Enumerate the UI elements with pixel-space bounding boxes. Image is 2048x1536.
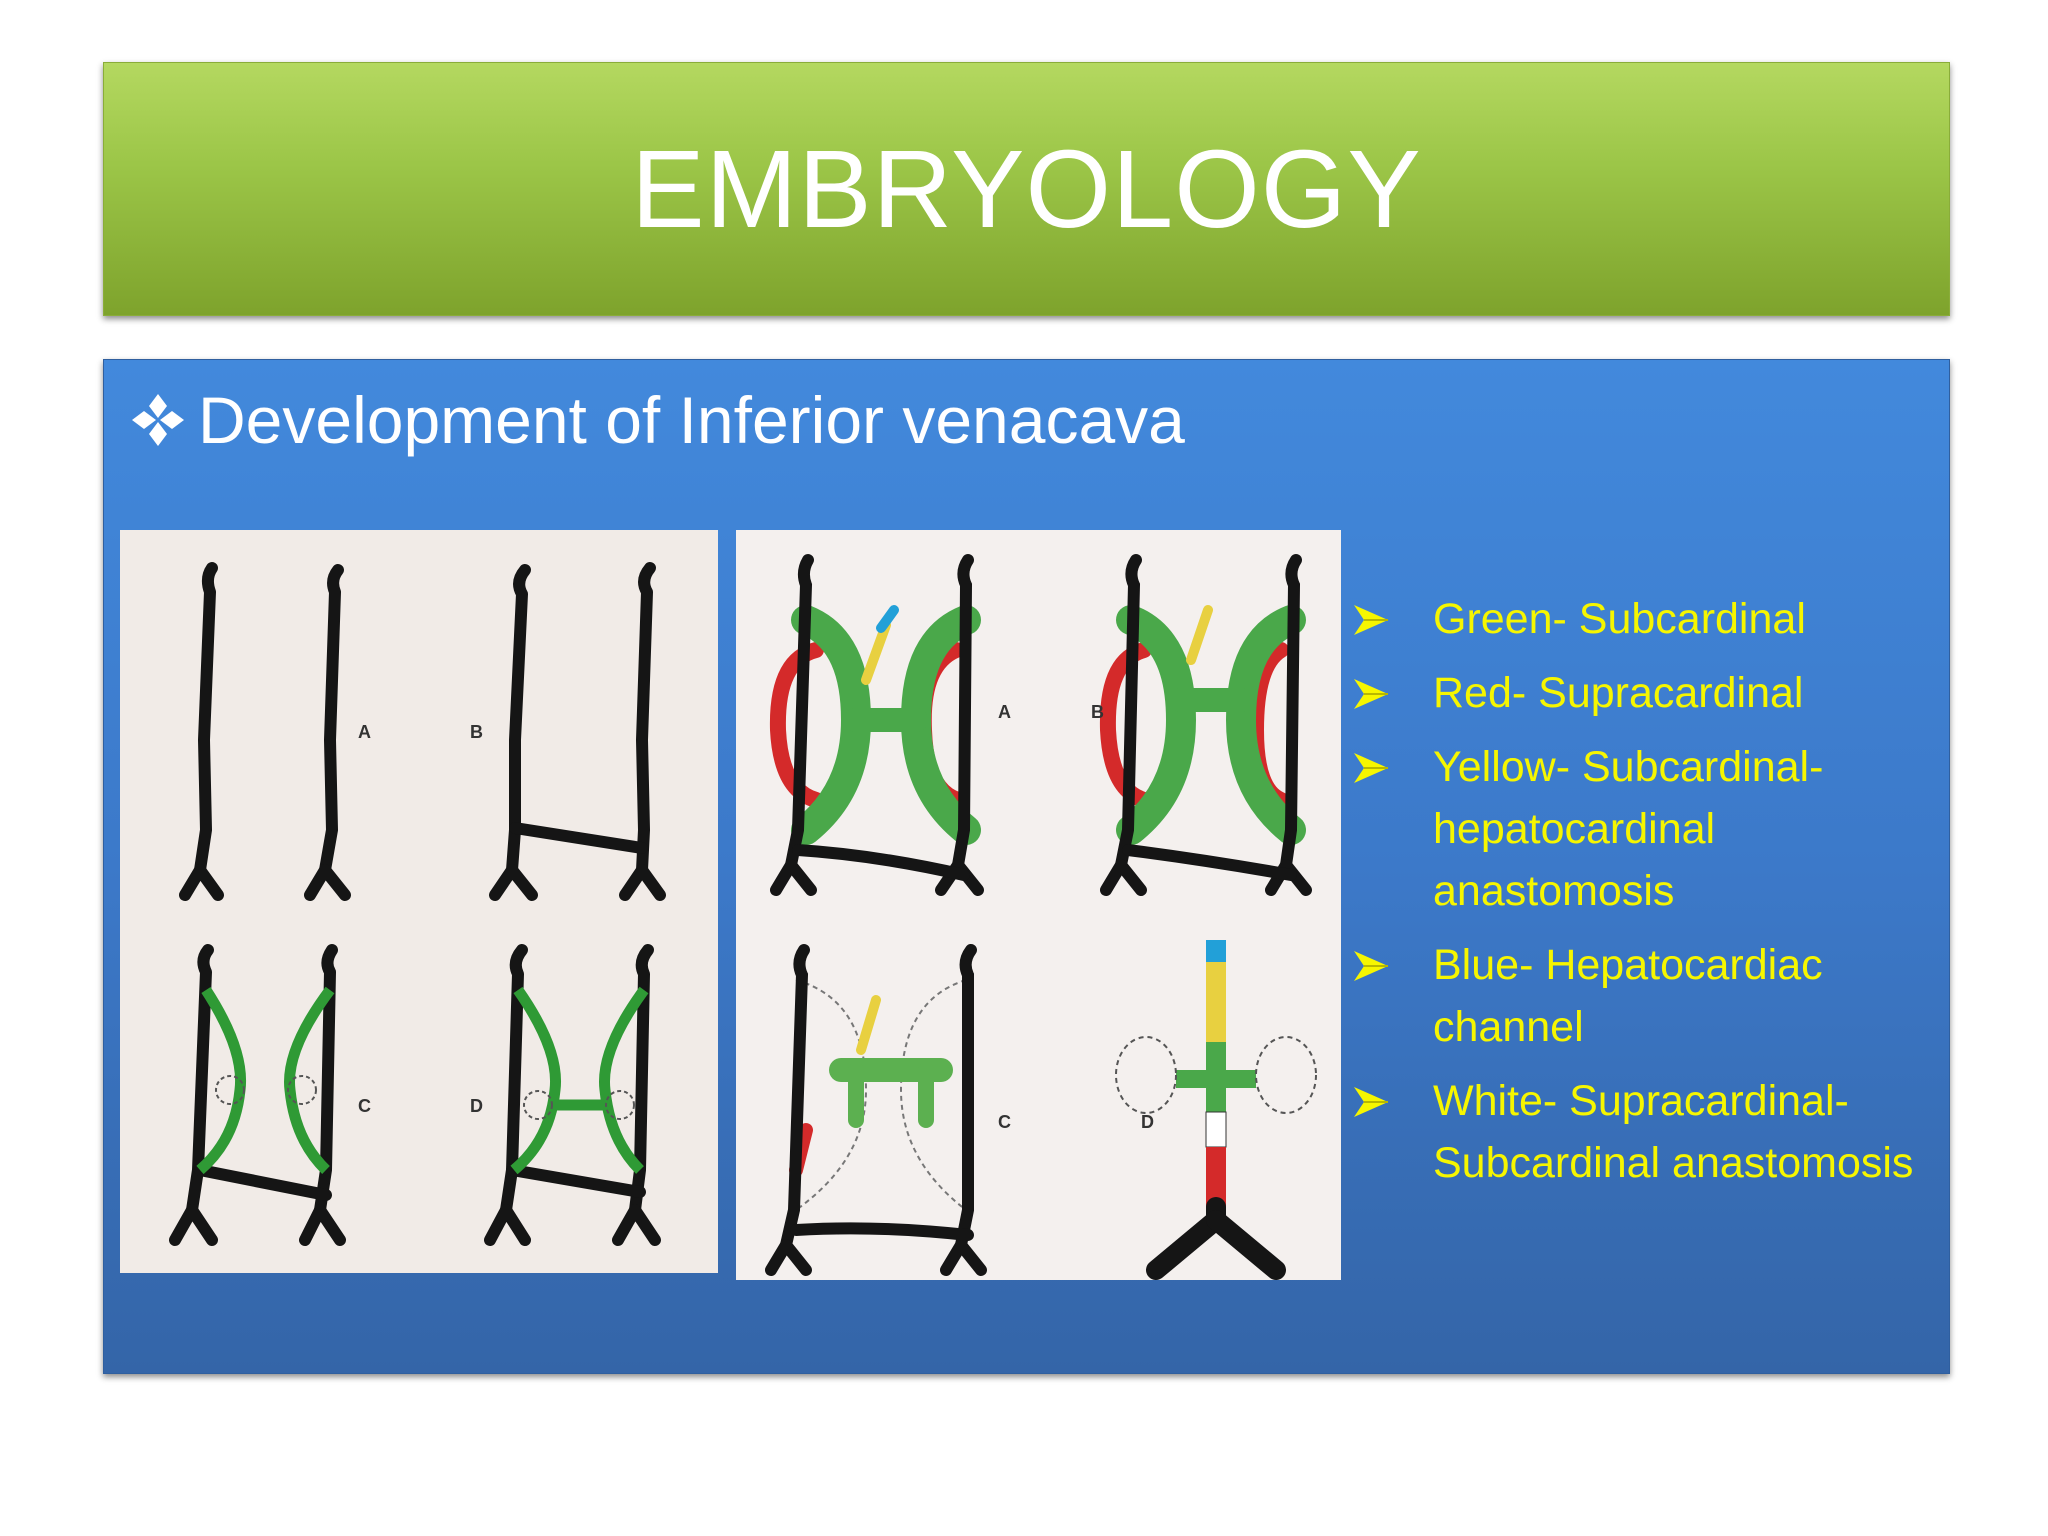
- legend-item-white: White- Supracardinal- Subcardinal anasto…: [1348, 1070, 1928, 1194]
- arrow-bullet-icon: [1354, 1087, 1388, 1117]
- left-label-c: C: [358, 1096, 371, 1116]
- legend-label: Red- Supracardinal: [1433, 669, 1804, 717]
- right-label-b: B: [1091, 702, 1104, 722]
- ivc-diagram-right-svg: A B C D: [765, 554, 1317, 1280]
- legend-label: Blue- Hepatocardiac channel: [1433, 941, 1823, 1051]
- color-legend: Green- Subcardinal Red- Supracardinal Ye…: [1348, 588, 1928, 1206]
- right-label-a: A: [998, 702, 1011, 722]
- four-diamond-bullet-icon: [132, 394, 184, 446]
- legend-label: White- Supracardinal- Subcardinal anasto…: [1433, 1077, 1914, 1187]
- legend-item-yellow: Yellow- Subcardinal- hepatocardinal anas…: [1348, 736, 1928, 922]
- left-label-a: A: [358, 722, 371, 742]
- ivc-development-figure-right: A B C D: [736, 530, 1341, 1280]
- arrow-bullet-icon: [1354, 753, 1388, 783]
- legend-item-blue: Blue- Hepatocardiac channel: [1348, 934, 1928, 1058]
- heading-text: Development of Inferior venacava: [198, 383, 1185, 457]
- ivc-development-figure-left: A B C D: [120, 530, 718, 1273]
- arrow-bullet-icon: [1354, 679, 1388, 709]
- arrow-bullet-icon: [1354, 605, 1388, 635]
- left-label-b: B: [470, 722, 483, 742]
- ivc-diagram-left-svg: A B C D: [169, 562, 666, 1246]
- right-label-d: D: [1141, 1112, 1154, 1132]
- right-label-c: C: [998, 1112, 1011, 1132]
- arrow-bullet-icon: [1354, 951, 1388, 981]
- left-label-d: D: [470, 1096, 483, 1116]
- title-bar: EMBRYOLOGY: [103, 62, 1950, 316]
- heading-row: Development of Inferior venacava: [130, 380, 1185, 460]
- content-panel: Development of Inferior venacava: [103, 359, 1950, 1374]
- legend-item-green: Green- Subcardinal: [1348, 588, 1928, 650]
- legend-item-red: Red- Supracardinal: [1348, 662, 1928, 724]
- legend-label: Yellow- Subcardinal- hepatocardinal anas…: [1433, 743, 1824, 915]
- legend-label: Green- Subcardinal: [1433, 595, 1806, 643]
- slide-title: EMBRYOLOGY: [631, 127, 1422, 251]
